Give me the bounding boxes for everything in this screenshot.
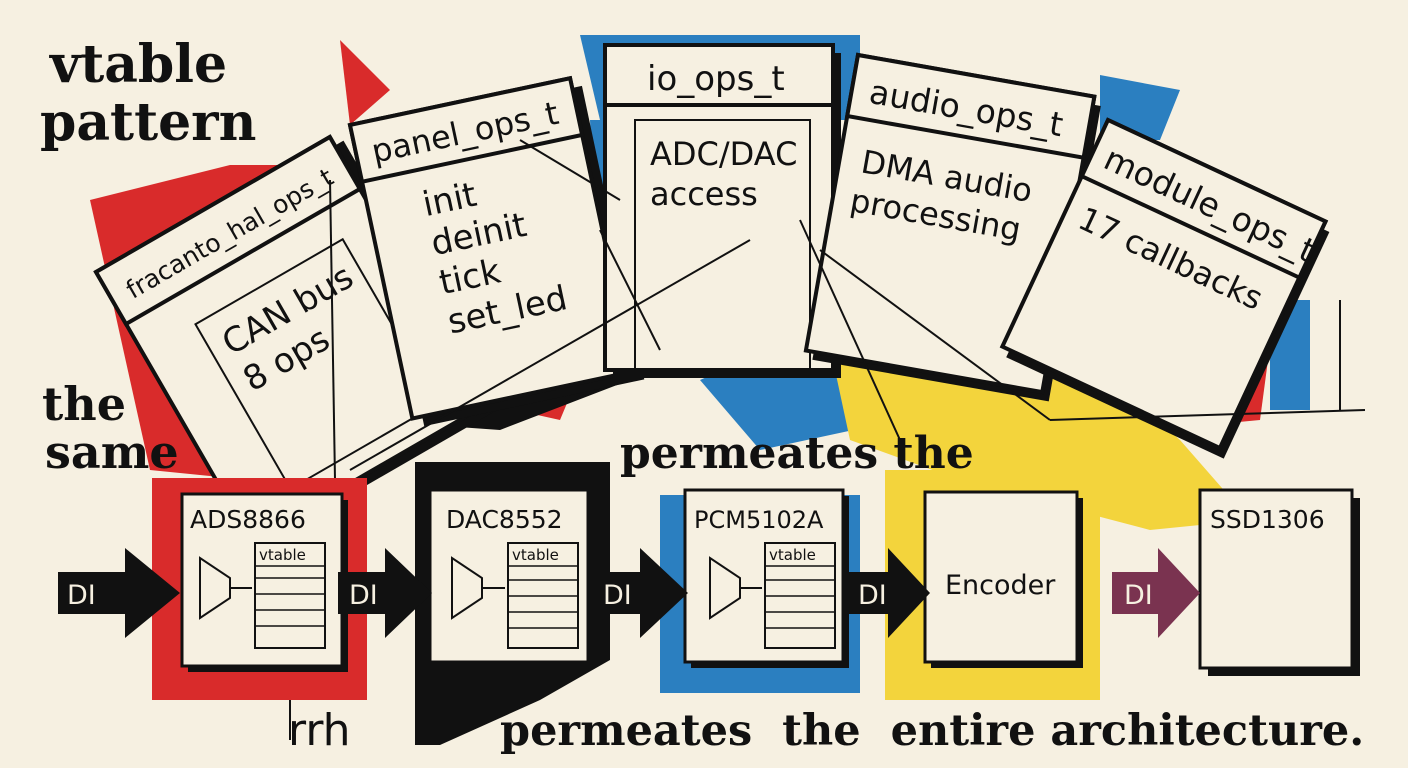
interface-card-io: io_ops_t ADC/DAC access: [603, 43, 841, 378]
di-arrow-0: DI: [58, 548, 180, 638]
title-line1: vtable: [49, 34, 227, 95]
connector-line: [349, 239, 751, 471]
chip-ssd1306: SSD1306: [1198, 488, 1360, 676]
arrow-label: DI: [1124, 580, 1153, 611]
card-header: [93, 134, 363, 327]
chip-pcm5102a: PCM5102A vtable: [683, 488, 849, 668]
arrow-label: DI: [858, 580, 887, 611]
chip-label: SSD1306: [1210, 505, 1325, 534]
arrow-icon: [593, 548, 688, 638]
arrow-label: DI: [603, 580, 632, 611]
left-heading-line1: the: [42, 377, 126, 431]
connector-line: [519, 139, 621, 201]
card-header: [603, 43, 835, 107]
chip-encoder: Encoder: [923, 490, 1083, 668]
amplifier-icon: [451, 556, 483, 620]
di-arrow-3: DI: [848, 548, 930, 638]
connector-line: [329, 179, 336, 481]
chip-box: [1198, 488, 1354, 670]
di-arrow-1: DI: [338, 548, 432, 638]
interface-card-module: module_ops_t 17 callbacks: [999, 117, 1330, 459]
card-header: [844, 52, 1097, 161]
arrow-icon: [338, 548, 432, 638]
left-heading-line2: same: [45, 425, 179, 479]
card-header: [347, 75, 585, 185]
chip-label: DAC8552: [446, 505, 563, 534]
chip-label: ADS8866: [190, 505, 306, 534]
connector-line: [799, 219, 901, 441]
di-arrow-2: DI: [593, 548, 688, 638]
connector-line: [599, 229, 661, 351]
connector-line: [819, 249, 1051, 421]
vtable-label: vtable: [259, 546, 306, 564]
vtable-box: [254, 542, 326, 649]
arrow-icon: [848, 548, 930, 638]
amplifier-icon: [709, 556, 741, 620]
arrow-icon: [58, 548, 180, 638]
title-line2: pattern: [40, 92, 256, 153]
headings: vtable pattern the same permeates the rr…: [40, 34, 1364, 756]
connector-line: [1049, 409, 1366, 421]
connector-lines: [289, 139, 1366, 740]
di-arrow-4: DI: [1112, 548, 1200, 638]
chip-box: [923, 490, 1079, 664]
arrow-label: DI: [67, 580, 96, 611]
chip-label: Encoder: [945, 570, 1056, 601]
chip-dac8552: DAC8552 vtable: [428, 488, 594, 668]
red-triangle-top: [340, 40, 390, 125]
chip-ads8866: ADS8866 vtable: [180, 492, 348, 672]
card-header: [1079, 117, 1329, 281]
card-line-0: ADC/DAC: [650, 135, 797, 173]
vtable-label: vtable: [512, 546, 559, 564]
card-title: io_ops_t: [647, 59, 785, 99]
bottom-heading: permeates the entire architecture.: [500, 706, 1364, 756]
vtable-label: vtable: [769, 546, 816, 564]
bottom-left-mark: rrh: [288, 705, 351, 756]
chip-label: PCM5102A: [694, 506, 824, 534]
arrow-icon: [1112, 548, 1200, 638]
card-line-1: access: [650, 175, 758, 213]
amplifier-icon: [199, 556, 231, 620]
arrow-label: DI: [349, 580, 378, 611]
